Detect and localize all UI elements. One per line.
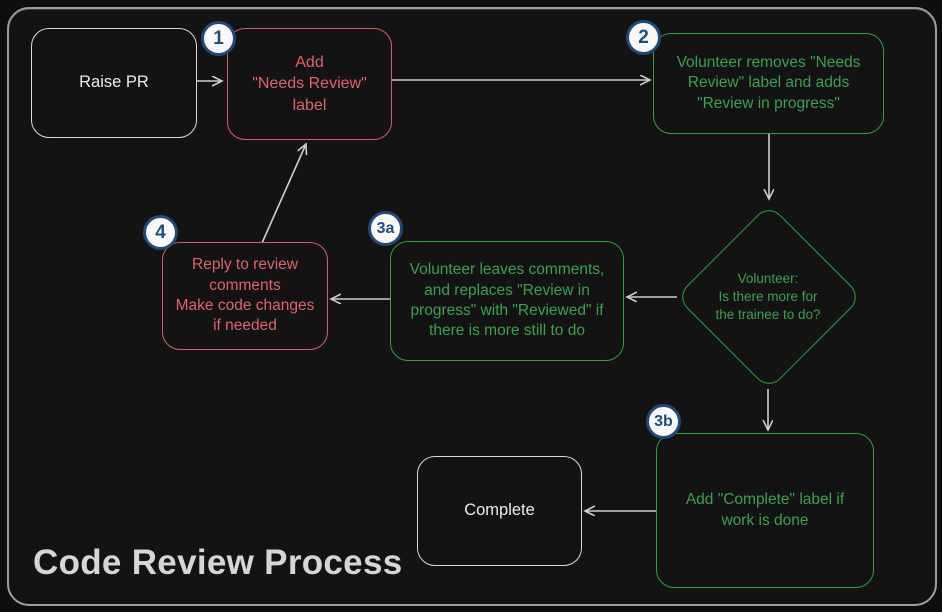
node-label: Reply to review comments Make code chang…	[175, 256, 315, 335]
badge-step-4: 4	[143, 215, 178, 250]
node-volunteer-removes-label: Volunteer removes "Needs Review" label a…	[653, 33, 884, 134]
node-label: Complete	[464, 501, 535, 520]
node-volunteer-leaves-comments: Volunteer leaves comments, and replaces …	[390, 241, 624, 361]
badge-step-3b: 3b	[646, 404, 681, 439]
node-raise-pr: Raise PR	[31, 28, 197, 138]
node-label: Volunteer removes "Needs Review" label a…	[676, 53, 861, 112]
node-reply-to-comments: Reply to review comments Make code chang…	[162, 242, 328, 350]
badge-step-3a: 3a	[368, 211, 403, 246]
node-label: Add "Needs Review" label	[252, 54, 367, 114]
badge-step-1: 1	[201, 21, 236, 56]
node-label: Raise PR	[79, 73, 149, 92]
arrow-step4-to-step1	[261, 144, 306, 244]
node-label: Volunteer: Is there more for the trainee…	[715, 271, 821, 322]
node-add-complete-label: Add "Complete" label if work is done	[656, 433, 874, 588]
diagram-title: Code Review Process	[33, 543, 403, 582]
node-label: Add "Complete" label if work is done	[685, 491, 845, 529]
node-label: Volunteer leaves comments, and replaces …	[409, 261, 605, 340]
node-add-needs-review: Add "Needs Review" label	[227, 28, 392, 140]
badge-step-2: 2	[626, 20, 661, 55]
node-complete: Complete	[417, 456, 582, 566]
